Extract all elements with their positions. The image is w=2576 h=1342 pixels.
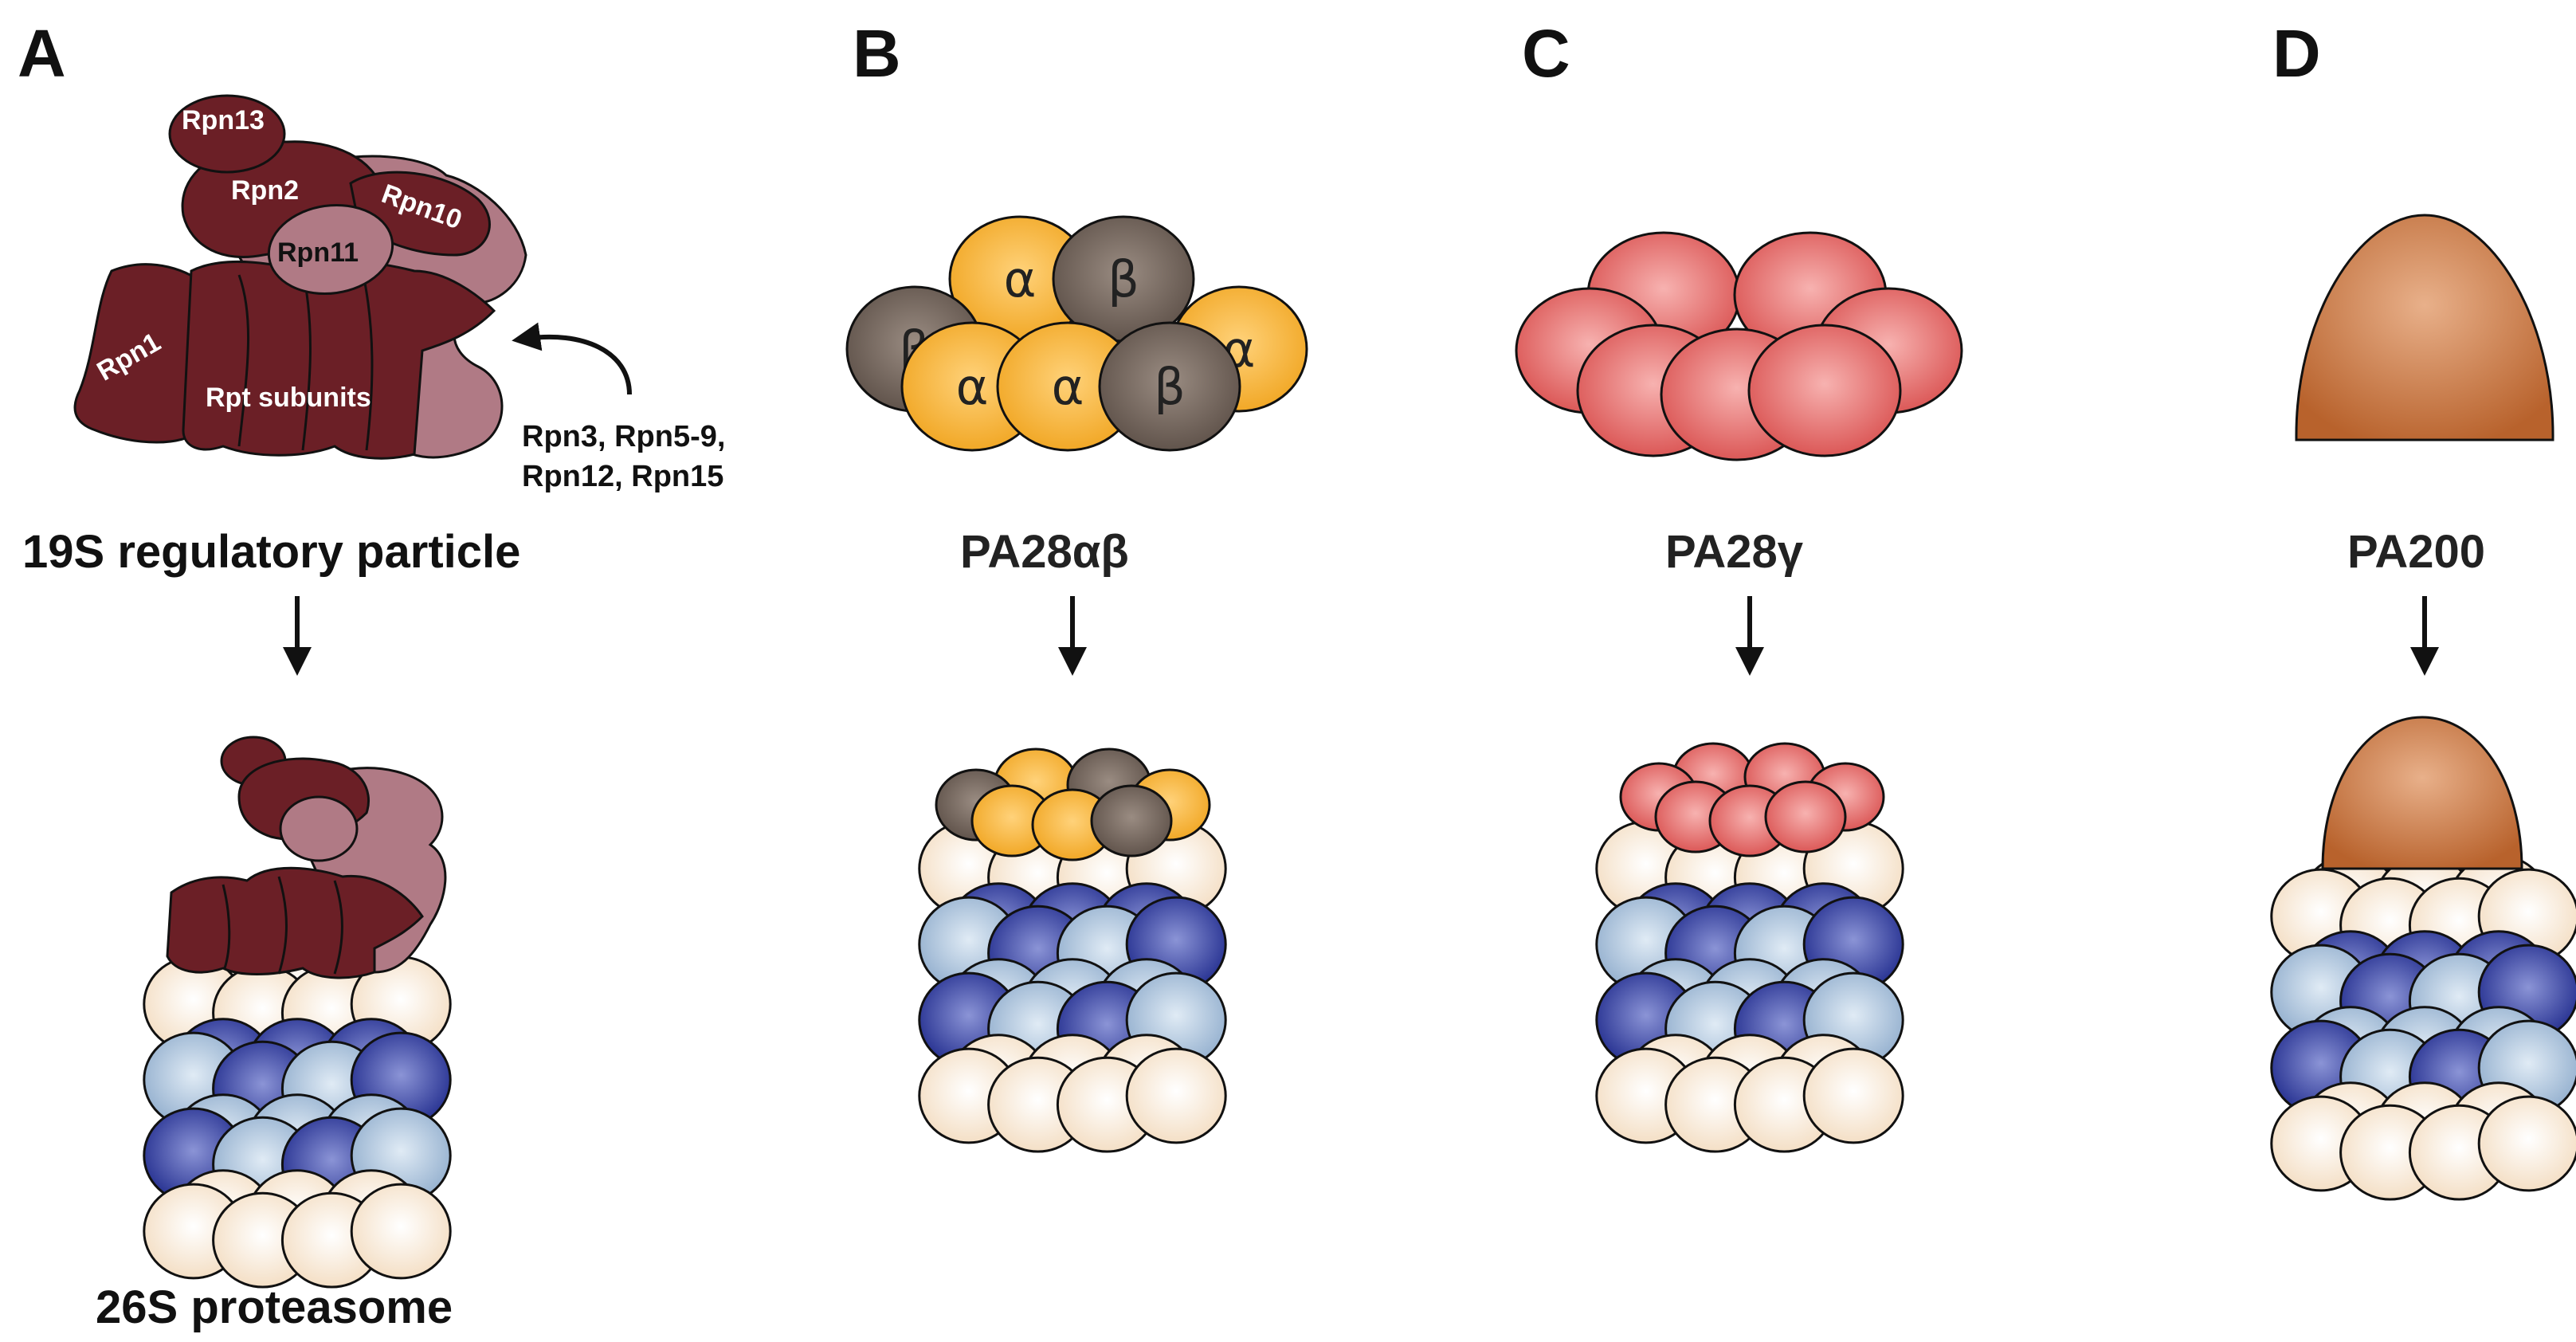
caption-26s: 26S proteasome — [96, 1281, 453, 1333]
core-particle-a — [143, 942, 452, 1289]
pa28ab-cap-on-core — [935, 748, 1211, 861]
rpn13-shape — [168, 94, 286, 174]
rpn1-shape — [73, 263, 209, 444]
core-subunit — [2477, 1095, 2576, 1192]
lid-pointer-arrow — [512, 322, 632, 395]
pa28ab-subunit-label: α — [956, 358, 989, 416]
panel-letter-c: C — [1522, 16, 1570, 91]
core-particle-d — [2270, 854, 2576, 1201]
panel-letter-b: B — [853, 16, 901, 91]
rpt-label: Rpt subunits — [206, 383, 371, 413]
panel-letter-a: A — [18, 16, 66, 91]
lid-subunits-line2: Rpn12, Rpn15 — [522, 460, 723, 493]
caption-19s: 19S regulatory particle — [22, 526, 520, 578]
core-subunit — [350, 1183, 452, 1280]
rpn11-shape — [267, 203, 394, 296]
core-subunit — [1802, 1047, 1904, 1144]
rp19s-complex: Rpn13 Rpn2 Rpn10 Rpn11 Rpn1 Rpt subunits — [73, 94, 527, 460]
cap-divider-3 — [333, 880, 343, 975]
cap-divider-2 — [277, 876, 288, 975]
pa28g-cap-on-core — [1619, 742, 1885, 857]
caption-pa28ab: PA28αβ — [960, 526, 1129, 578]
core-particle-c — [1595, 806, 1904, 1153]
pa28ab-subunit-label: β — [1108, 250, 1139, 308]
cap-rpn11-shape — [279, 795, 359, 862]
pa28ab-subunit — [1098, 321, 1241, 452]
rpt-divider-3 — [361, 270, 374, 451]
lid-subunits-line1: Rpn3, Rpn5-9, — [522, 420, 725, 453]
core-subunit — [1125, 1047, 1227, 1144]
pa200-dome — [2295, 214, 2554, 441]
pa28ab-subunit-label: β — [1154, 358, 1186, 416]
caption-pa200: PA200 — [2347, 526, 2485, 578]
pa28ab-cap-subunit — [1090, 784, 1173, 857]
caption-pa28g: PA28γ — [1665, 526, 1804, 578]
pa28ab-heptamer: αββαααβ — [845, 215, 1308, 452]
pa28g-heptamer — [1515, 231, 1963, 461]
rpn2-label: Rpn2 — [231, 175, 299, 206]
cap-divider-1 — [222, 884, 231, 969]
panel-letter-d: D — [2272, 16, 2321, 91]
pa28ab-subunit-label: α — [1004, 250, 1037, 308]
pa200-dome-on-core — [2321, 716, 2523, 870]
cap-rpt-shape — [166, 866, 424, 979]
pa28g-subunit — [1747, 324, 1902, 457]
rp19s-cap-on-core — [166, 736, 447, 979]
pa28ab-subunit-label: α — [1052, 358, 1084, 416]
rpn13-label: Rpn13 — [182, 105, 265, 135]
rpn11-label: Rpn11 — [277, 237, 359, 268]
rpt-divider-1 — [237, 274, 250, 447]
pa28g-cap-subunit — [1764, 780, 1847, 853]
